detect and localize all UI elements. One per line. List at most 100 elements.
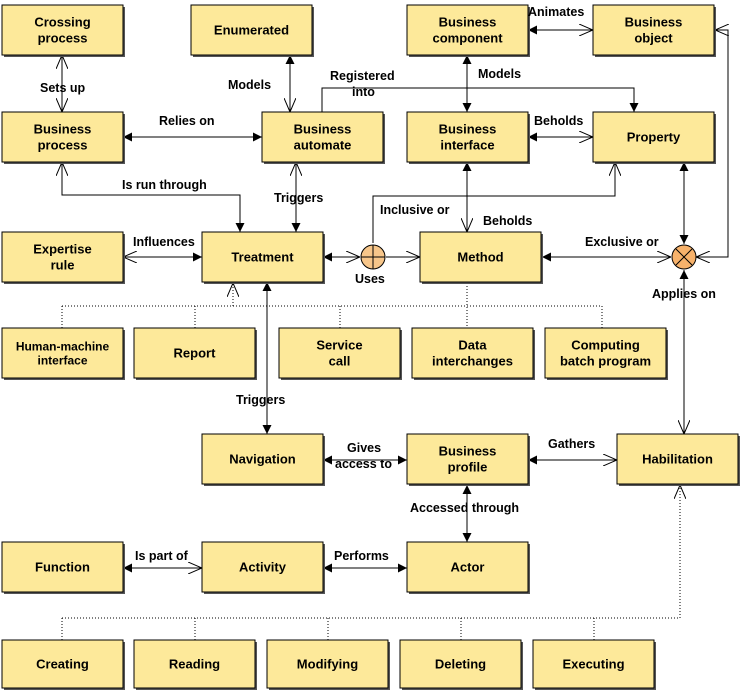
box-frame bbox=[1, 327, 124, 379]
box-label: Reading bbox=[169, 657, 220, 672]
box-label: Property bbox=[627, 130, 681, 145]
box-frame bbox=[261, 111, 384, 163]
box-label: Actor bbox=[451, 560, 485, 575]
box-label: Function bbox=[35, 560, 90, 575]
box-label: Business bbox=[294, 122, 352, 137]
inclusive-or-operator bbox=[360, 244, 386, 270]
box-label: Business bbox=[439, 122, 497, 137]
label-gathers: Gathers bbox=[548, 437, 595, 451]
label-beholds-method: Beholds bbox=[483, 214, 532, 228]
box-label: process bbox=[38, 31, 88, 46]
box-label: Deleting bbox=[435, 657, 486, 672]
box-frame bbox=[1, 231, 124, 283]
box-frame bbox=[278, 327, 401, 379]
label-applies-on: Applies on bbox=[652, 287, 716, 301]
box-frame bbox=[419, 231, 542, 283]
label-into: into bbox=[352, 85, 375, 99]
box-label: Computing bbox=[571, 338, 640, 353]
box-activity: Activity bbox=[201, 541, 325, 594]
label-models-interface: Models bbox=[478, 67, 521, 81]
box-deleting: Deleting bbox=[399, 639, 523, 690]
box-executing: Executing bbox=[532, 639, 656, 690]
box-label: call bbox=[329, 354, 351, 369]
box-enumerated: Enumerated bbox=[190, 4, 314, 57]
box-method: Method bbox=[419, 231, 543, 284]
box-function: Function bbox=[1, 541, 125, 594]
label-inclusive-or: Inclusive or bbox=[380, 203, 450, 217]
box-frame bbox=[266, 639, 389, 689]
box-label: component bbox=[432, 31, 503, 46]
box-label: rule bbox=[51, 258, 75, 273]
edge-labels: Sets up Models Animates Models Registere… bbox=[40, 5, 716, 563]
label-animates: Animates bbox=[528, 5, 584, 19]
box-label: Executing bbox=[562, 657, 624, 672]
box-label: automate bbox=[294, 138, 352, 153]
label-is-run-through: Is run through bbox=[122, 178, 207, 192]
box-label: interface bbox=[37, 354, 87, 368]
box-property: Property bbox=[592, 111, 716, 164]
box-label: Creating bbox=[36, 657, 89, 672]
box-report: Report bbox=[133, 327, 257, 380]
box-label: Modifying bbox=[297, 657, 358, 672]
box-label: process bbox=[38, 138, 88, 153]
box-navigation: Navigation bbox=[201, 433, 325, 486]
box-label: Navigation bbox=[229, 452, 296, 467]
box-label: Expertise bbox=[33, 242, 92, 257]
box-frame bbox=[201, 231, 324, 283]
label-models-automate: Models bbox=[228, 78, 271, 92]
label-influences: Influences bbox=[133, 235, 195, 249]
box-label: Business bbox=[439, 15, 497, 30]
box-label: Habilitation bbox=[642, 452, 713, 467]
label-is-part-of: Is part of bbox=[135, 549, 189, 563]
box-frame bbox=[201, 541, 324, 593]
box-label: Service bbox=[316, 338, 362, 353]
box-modifying: Modifying bbox=[266, 639, 390, 690]
box-frame bbox=[190, 4, 313, 56]
box-frame bbox=[532, 639, 655, 689]
box-frame bbox=[592, 4, 715, 56]
box-label: profile bbox=[448, 460, 488, 475]
entity-boxes: CrossingprocessEnumeratedBusinesscompone… bbox=[1, 4, 740, 690]
box-label: Enumerated bbox=[214, 23, 289, 38]
box-label: interface bbox=[440, 138, 494, 153]
box-frame bbox=[201, 433, 324, 485]
box-frame bbox=[406, 4, 529, 56]
box-frame bbox=[1, 4, 124, 56]
label-sets-up: Sets up bbox=[40, 81, 86, 95]
box-label: Business bbox=[34, 122, 92, 137]
label-beholds-property: Beholds bbox=[534, 114, 583, 128]
box-label: Crossing bbox=[34, 15, 90, 30]
label-triggers-navigation: Triggers bbox=[236, 393, 285, 407]
box-label: batch program bbox=[560, 354, 651, 369]
box-frame bbox=[544, 327, 667, 379]
label-triggers-treatment: Triggers bbox=[274, 191, 323, 205]
box-frame bbox=[1, 639, 124, 689]
box-treatment: Treatment bbox=[201, 231, 325, 284]
label-exclusive-or: Exclusive or bbox=[585, 235, 659, 249]
box-frame bbox=[406, 541, 529, 593]
box-label: Human-machine bbox=[16, 340, 110, 354]
box-frame bbox=[1, 541, 124, 593]
box-frame bbox=[406, 111, 529, 163]
label-uses: Uses bbox=[355, 272, 385, 286]
box-label: Treatment bbox=[231, 250, 294, 265]
box-actor: Actor bbox=[406, 541, 530, 594]
label-registered: Registered bbox=[330, 69, 395, 83]
box-frame bbox=[1, 111, 124, 163]
box-label: interchanges bbox=[432, 354, 513, 369]
label-performs: Performs bbox=[334, 549, 389, 563]
box-label: Data bbox=[458, 338, 487, 353]
box-label: Method bbox=[457, 250, 503, 265]
box-label: Business bbox=[625, 15, 683, 30]
